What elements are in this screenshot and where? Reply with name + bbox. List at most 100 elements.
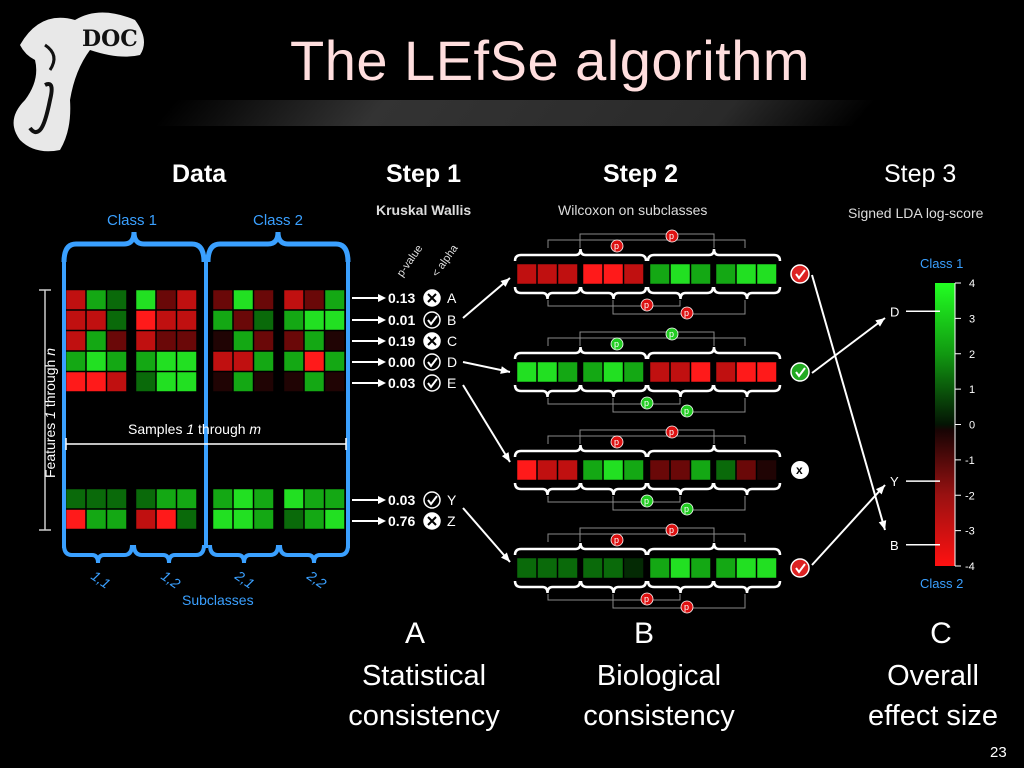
arrow-d-to-lda-head — [875, 318, 885, 327]
lda-tick-label: 3 — [969, 313, 975, 325]
caption-letter-a: A — [404, 617, 425, 650]
feature-name: A — [447, 290, 457, 306]
heatmap-cell — [324, 351, 345, 372]
p-symbol: p — [644, 496, 649, 506]
heatmap-cell — [65, 330, 86, 351]
feature-arrowhead — [378, 316, 386, 324]
heatmap-cell — [233, 310, 254, 331]
p-symbol: p — [684, 308, 689, 318]
step2-cell — [690, 361, 711, 383]
p-symbol: p — [669, 329, 674, 339]
check-mark — [427, 495, 438, 506]
arrow-y-to-step2-head — [501, 552, 510, 562]
p-symbol: p — [684, 406, 689, 416]
heatmap-cell — [212, 488, 233, 509]
p-symbol: p — [614, 437, 619, 447]
step2-cell — [690, 557, 711, 579]
p-value-dot — [665, 523, 679, 537]
p-value-dot — [610, 435, 624, 449]
lda-tick-label: -3 — [965, 526, 975, 538]
feature-arrowhead — [378, 337, 386, 345]
subclass-brace-white — [579, 286, 648, 300]
heatmap-cell — [176, 310, 197, 331]
subclass-brace-white — [579, 384, 648, 398]
data-heading: Data — [172, 160, 227, 188]
step2-cell — [736, 263, 757, 285]
heatmap-cell — [106, 289, 127, 310]
heatmap-cell — [212, 371, 233, 392]
arrow-e-to-step2-head — [501, 452, 510, 462]
step2-cell — [537, 557, 558, 579]
step2-cell — [603, 557, 624, 579]
heatmap-cell — [324, 371, 345, 392]
step2-cell — [756, 263, 777, 285]
class2-brace — [205, 231, 351, 263]
step2-cell — [670, 263, 691, 285]
heatmap-cell — [135, 289, 156, 310]
arrow-b-to-step2 — [462, 277, 511, 319]
subclass-brace-white — [646, 286, 715, 300]
cross-mark: x — [796, 463, 803, 477]
subclass-brace — [208, 544, 280, 564]
lda-tick-label: -1 — [965, 455, 975, 467]
heatmap-cell — [283, 371, 304, 392]
step2-cell — [715, 263, 736, 285]
arrow-y-to-lda-head — [875, 485, 885, 495]
subclass-brace-white — [646, 580, 715, 594]
step2-cell — [649, 361, 670, 383]
heatmap-cell — [283, 509, 304, 530]
cross-mark — [427, 336, 437, 346]
heatmap-cell — [65, 351, 86, 372]
step2-cell — [623, 361, 644, 383]
heatmap-cell — [156, 289, 177, 310]
heatmap-cell — [176, 371, 197, 392]
step2-cell — [649, 459, 670, 481]
step1-heading: Step 1 — [386, 160, 462, 188]
arrow-b-to-lda — [811, 274, 886, 531]
p-value-dot — [610, 533, 624, 547]
p-value-dot — [640, 592, 654, 606]
p-value-dot — [610, 239, 624, 253]
caption-b-line2: consistency — [583, 700, 735, 732]
heatmap-cell — [86, 330, 107, 351]
heatmap-cell — [156, 330, 177, 351]
subclass-brace-white — [513, 384, 582, 398]
result-cross-icon — [791, 461, 809, 479]
step2-cell — [736, 361, 757, 383]
step2-cell — [537, 459, 558, 481]
comparison-line — [547, 239, 746, 248]
step2-cell — [649, 263, 670, 285]
feature-name: C — [447, 333, 457, 349]
step2-cell — [736, 557, 757, 579]
step2-cell — [557, 459, 578, 481]
heatmap-cell — [212, 509, 233, 530]
comparison-line — [579, 429, 715, 444]
heatmap-cell — [283, 351, 304, 372]
class1-brace — [61, 231, 207, 263]
step2-cell — [649, 557, 670, 579]
subclass-brace — [132, 544, 206, 564]
step2-cell — [557, 361, 578, 383]
heatmap-cell — [283, 289, 304, 310]
heatmap-cell — [156, 351, 177, 372]
heatmap-cell — [283, 310, 304, 331]
step2-cell — [603, 263, 624, 285]
heatmap-cell — [176, 330, 197, 351]
pvalue-text: 0.00 — [388, 354, 415, 370]
scale-class2-label: Class 2 — [920, 576, 964, 591]
lda-marker-label: B — [890, 538, 899, 553]
heatmap-cell — [253, 351, 274, 372]
p-value-dot — [640, 298, 654, 312]
subclass-brace-white — [579, 482, 648, 496]
step3-method: Signed LDA log-score — [848, 205, 984, 221]
comparison-line — [612, 300, 746, 315]
heatmap-cell — [86, 310, 107, 331]
heatmap-cell — [233, 371, 254, 392]
heatmap-cell — [233, 330, 254, 351]
heatmap-cell — [304, 351, 325, 372]
step2-cell — [582, 263, 603, 285]
heatmap-cell — [253, 509, 274, 530]
pvalue-text: 0.19 — [388, 333, 415, 349]
subclass-brace-white — [513, 346, 648, 360]
